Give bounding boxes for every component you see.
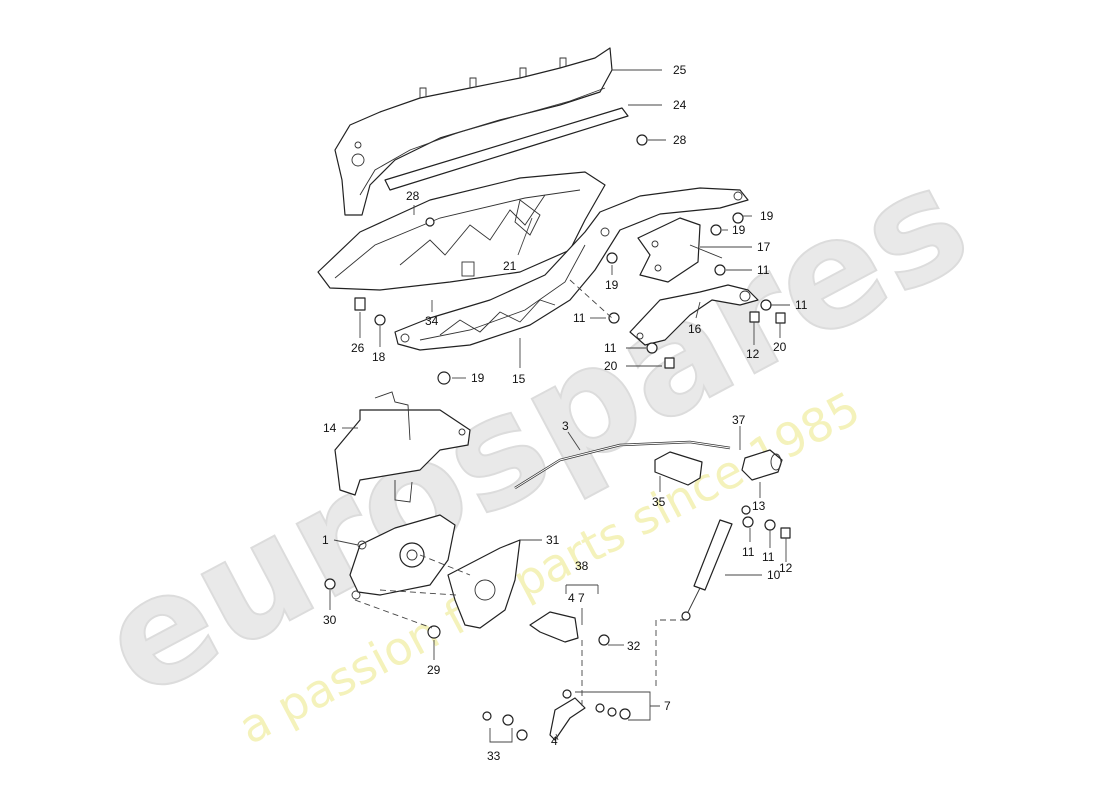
callout-20-b: 20 <box>604 359 618 373</box>
part-31-cover-plate <box>447 539 521 629</box>
callout-19-a: 19 <box>760 209 774 223</box>
part-16-hinge-arm <box>629 284 759 346</box>
callout-7: 7 <box>664 699 671 713</box>
callout-21: 21 <box>503 259 517 273</box>
part-35-module <box>654 451 703 486</box>
callout-12-a: 12 <box>746 347 760 361</box>
callout-12-b: 12 <box>779 561 793 575</box>
leader-lines <box>329 69 790 743</box>
callout-11-f: 11 <box>762 550 775 564</box>
callout-32: 32 <box>627 639 641 653</box>
callout-labels: 25 24 28 28 19 19 17 11 21 19 11 11 16 1… <box>322 63 808 763</box>
callout-19-c: 19 <box>605 278 619 292</box>
part-1-pulley-housing <box>349 514 456 600</box>
callout-3: 3 <box>562 419 569 433</box>
part-13-motor <box>741 449 783 481</box>
callout-4-7: 4 7 <box>568 591 585 605</box>
callout-29: 29 <box>427 663 441 677</box>
part-4-bracket <box>529 611 586 741</box>
part-15-frame-arm <box>394 187 749 351</box>
callout-11-d: 11 <box>604 341 617 355</box>
assembly-lines <box>354 279 686 710</box>
callout-24: 24 <box>673 98 687 112</box>
callout-26: 26 <box>351 341 365 355</box>
part-17-bracket <box>637 217 723 283</box>
callout-11-a: 11 <box>757 263 770 277</box>
callout-16: 16 <box>688 322 702 336</box>
callout-10: 10 <box>767 568 781 582</box>
callout-17: 17 <box>757 240 771 254</box>
callout-13: 13 <box>752 499 766 513</box>
callout-25: 25 <box>673 63 687 77</box>
part-34-main-frame <box>317 171 606 291</box>
callout-15: 15 <box>512 372 526 386</box>
callout-11-b: 11 <box>795 298 808 312</box>
part-14-latch-bracket <box>334 391 471 503</box>
callout-1: 1 <box>322 533 329 547</box>
callout-11-c: 11 <box>573 311 586 325</box>
part-10-gas-strut <box>681 505 751 621</box>
callout-28-upper: 28 <box>673 133 687 147</box>
callout-37: 37 <box>732 413 746 427</box>
callout-4: 4 <box>551 734 558 748</box>
callout-31: 31 <box>546 533 560 547</box>
part-3-cable <box>514 440 731 490</box>
callout-19-d: 19 <box>471 371 485 385</box>
callout-20-a: 20 <box>773 340 787 354</box>
part-25-trim-rail <box>334 47 613 216</box>
callout-28-lower: 28 <box>406 189 420 203</box>
callout-18: 18 <box>372 350 386 364</box>
callout-19-b: 19 <box>732 223 746 237</box>
part-24-seal-strip <box>384 107 629 191</box>
callout-11-e: 11 <box>742 545 755 559</box>
callout-38: 38 <box>575 559 589 573</box>
callout-33: 33 <box>487 749 501 763</box>
callout-30: 30 <box>323 613 337 627</box>
callout-14: 14 <box>323 421 337 435</box>
callout-34: 34 <box>425 314 439 328</box>
fasteners <box>324 134 791 741</box>
callout-35: 35 <box>652 495 666 509</box>
